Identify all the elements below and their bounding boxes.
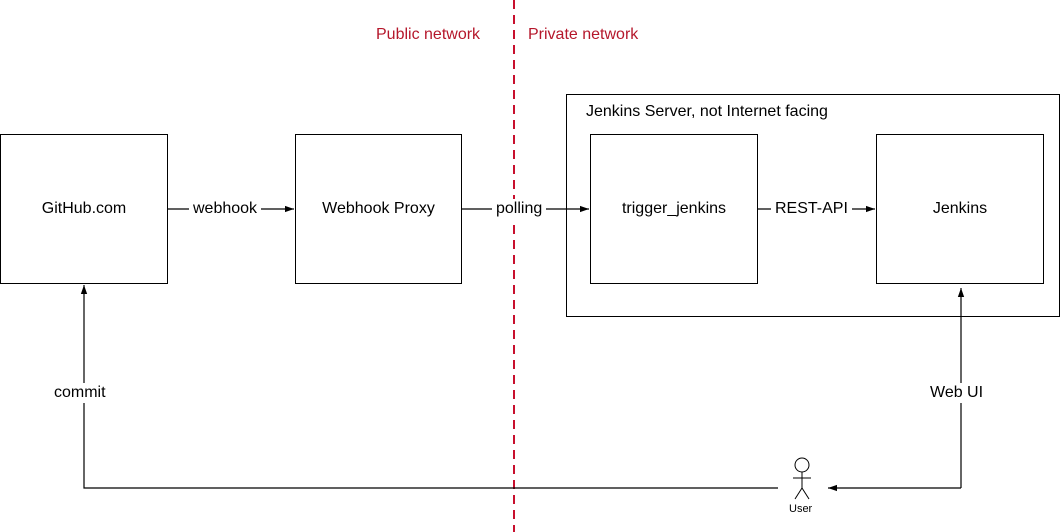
webhook-proxy-node[interactable]: Webhook Proxy xyxy=(295,134,462,284)
jenkins-node-label: Jenkins xyxy=(932,200,988,217)
jenkins-node[interactable]: Jenkins xyxy=(876,134,1044,284)
edge-webhook-label: webhook xyxy=(189,199,262,219)
edge-web-ui-label: Web UI xyxy=(926,383,988,403)
user-actor-icon xyxy=(793,457,811,500)
trigger-jenkins-node-label: trigger_jenkins xyxy=(621,200,727,217)
trigger-jenkins-node[interactable]: trigger_jenkins xyxy=(590,134,758,284)
github-node[interactable]: GitHub.com xyxy=(0,134,168,284)
github-node-label: GitHub.com xyxy=(41,200,127,217)
webhook-proxy-node-label: Webhook Proxy xyxy=(322,200,435,217)
edge-commit-line xyxy=(80,285,778,489)
public-network-label: Public network xyxy=(376,26,481,43)
user-actor-label: User xyxy=(789,503,813,515)
jenkins-server-group: Jenkins Server, not Internet facing xyxy=(566,94,1060,317)
private-network-label: Private network xyxy=(528,26,639,43)
edge-rest-api-label: REST-API xyxy=(771,199,852,219)
jenkins-server-group-title: Jenkins Server, not Internet facing xyxy=(586,103,828,120)
edge-commit-label: commit xyxy=(50,383,110,403)
edge-polling-label: polling xyxy=(492,199,547,219)
